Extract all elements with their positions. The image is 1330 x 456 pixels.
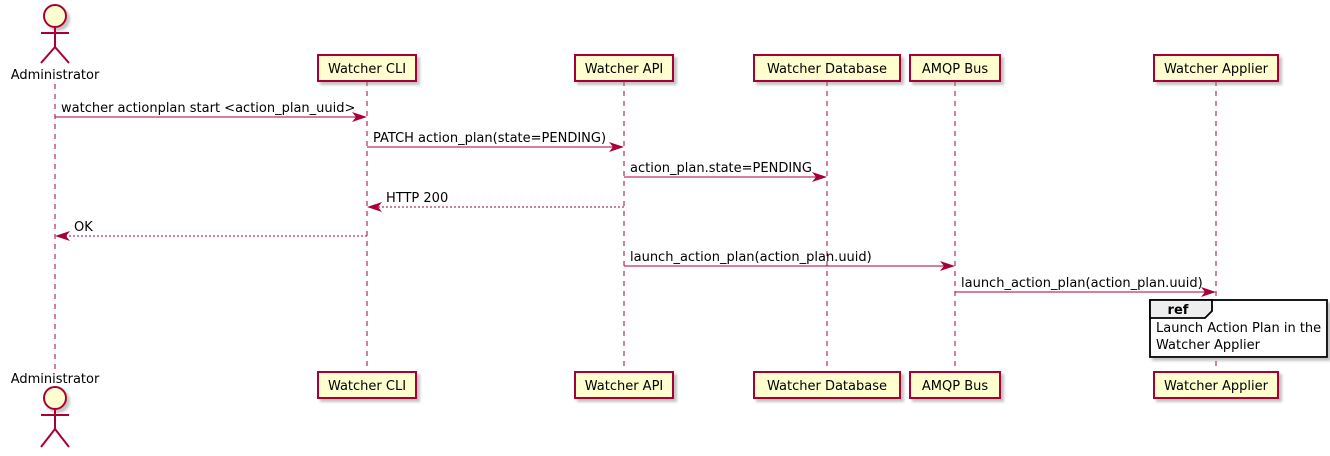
participant-label: Watcher Applier bbox=[1164, 62, 1269, 77]
message-label: OK bbox=[74, 220, 93, 235]
participant-label: Watcher API bbox=[585, 379, 664, 394]
participant-top-watcher-applier: Watcher Applier bbox=[1153, 54, 1279, 82]
participant-label: AMQP Bus bbox=[922, 62, 988, 77]
participant-label: Watcher Applier bbox=[1164, 379, 1269, 394]
participant-label: AMQP Bus bbox=[922, 379, 988, 394]
participant-box bbox=[909, 54, 1001, 82]
actor-label: Administrator bbox=[11, 68, 100, 83]
participant-top-watcher-cli: Watcher CLI bbox=[317, 54, 417, 82]
participant-box bbox=[574, 54, 674, 82]
message-watcher-cli-to-watcher-api: PATCH action_plan(state=PENDING) bbox=[367, 131, 624, 152]
message-label: launch_action_plan(action_plan.uuid) bbox=[961, 276, 1203, 291]
actor-top-administrator-icon: Administrator bbox=[11, 4, 100, 83]
ref-header-tab bbox=[1149, 299, 1213, 319]
message-administrator-to-watcher-cli: watcher actionplan start <action_plan_uu… bbox=[55, 101, 367, 122]
ref-text-line: Launch Action Plan in the bbox=[1156, 321, 1321, 336]
participant-bottom-watcher-api: Watcher API bbox=[574, 371, 674, 399]
participant-label: Watcher CLI bbox=[328, 62, 406, 77]
actor-label: Administrator bbox=[11, 372, 100, 387]
ref-text-line: Watcher Applier bbox=[1156, 338, 1261, 353]
participant-label: Watcher CLI bbox=[328, 379, 406, 394]
participant-label: Watcher Database bbox=[767, 379, 887, 394]
participant-bottom-watcher-database: Watcher Database bbox=[753, 371, 901, 399]
participant-label: Watcher API bbox=[585, 62, 664, 77]
participant-box bbox=[909, 371, 1001, 399]
message-watcher-api-to-watcher-cli: HTTP 200 bbox=[367, 191, 624, 212]
participant-box bbox=[1153, 54, 1279, 82]
message-watcher-api-to-watcher-database: action_plan.state=PENDING bbox=[624, 161, 827, 182]
message-label: PATCH action_plan(state=PENDING) bbox=[373, 131, 606, 146]
participant-box bbox=[317, 54, 417, 82]
message-watcher-cli-to-administrator: OK bbox=[55, 220, 367, 241]
participant-bottom-amqp-bus: AMQP Bus bbox=[909, 371, 1001, 399]
message-label: action_plan.state=PENDING bbox=[630, 161, 812, 176]
participant-box bbox=[574, 371, 674, 399]
arrowhead-icon bbox=[609, 142, 624, 152]
message-watcher-api-to-amqp-bus: launch_action_plan(action_plan.uuid) bbox=[624, 250, 955, 271]
message-label: watcher actionplan start <action_plan_uu… bbox=[61, 101, 355, 116]
arrowhead-icon bbox=[55, 231, 70, 241]
arrowhead-icon bbox=[812, 172, 827, 182]
participant-label: Watcher Database bbox=[767, 62, 887, 77]
participant-top-watcher-database: Watcher Database bbox=[753, 54, 901, 82]
ref-keyword-label: ref bbox=[1168, 303, 1189, 318]
arrowhead-icon bbox=[367, 202, 382, 212]
participant-box bbox=[1153, 371, 1279, 399]
actor-bottom-administrator-icon: Administrator bbox=[11, 372, 100, 448]
arrowhead-icon bbox=[1201, 287, 1216, 297]
participant-top-amqp-bus: AMQP Bus bbox=[909, 54, 1001, 82]
participant-box bbox=[317, 371, 417, 399]
participant-box bbox=[753, 371, 901, 399]
arrowhead-icon bbox=[940, 261, 955, 271]
participant-bottom-watcher-applier: Watcher Applier bbox=[1153, 371, 1279, 399]
message-amqp-bus-to-watcher-applier: launch_action_plan(action_plan.uuid) bbox=[955, 276, 1216, 297]
message-label: HTTP 200 bbox=[386, 191, 448, 206]
participant-bottom-watcher-cli: Watcher CLI bbox=[317, 371, 417, 399]
participant-top-watcher-api: Watcher API bbox=[574, 54, 674, 82]
arrowhead-icon bbox=[352, 112, 367, 122]
participant-box bbox=[753, 54, 901, 82]
message-label: launch_action_plan(action_plan.uuid) bbox=[630, 250, 872, 265]
